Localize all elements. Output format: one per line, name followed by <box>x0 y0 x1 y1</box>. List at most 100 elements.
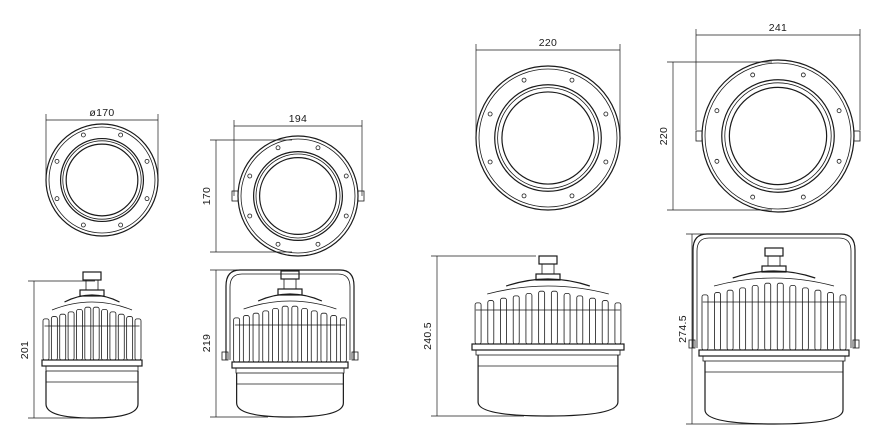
flange-bolt <box>521 193 527 199</box>
cooling-fin <box>76 309 83 361</box>
flange-bolt <box>144 158 150 164</box>
cooling-fin <box>233 317 241 363</box>
mounting-bracket-inner <box>696 237 852 348</box>
cooling-fin <box>262 310 270 363</box>
lamp-4-front-ring <box>695 59 861 213</box>
cooling-fin <box>525 293 533 345</box>
flange-bolt <box>118 132 124 138</box>
lamp-3-side-view: 240.5 <box>422 255 625 417</box>
flange-bolt <box>247 173 253 179</box>
cooling-fin <box>814 289 822 351</box>
heatsink-crown <box>64 294 120 303</box>
lamp-4-width-label: 241 <box>769 22 787 34</box>
cooling-fin <box>500 297 507 345</box>
cooling-fin <box>601 300 609 345</box>
bracket-pivot-right <box>351 351 359 361</box>
housing-flange <box>698 349 850 357</box>
flange-bolt <box>800 194 806 200</box>
lamp-1-front-ring <box>45 123 159 237</box>
heatsink-crown <box>506 278 590 287</box>
cooling-fin <box>739 287 747 351</box>
flange-bolt <box>569 193 575 199</box>
lamp-1-height-label: 201 <box>19 341 31 359</box>
cooling-fin <box>84 306 92 361</box>
heatsink-crown <box>257 293 323 302</box>
cooling-fin <box>550 290 558 345</box>
cable-gland-nut <box>82 271 102 281</box>
lamp-2-side-height-label: 219 <box>201 334 213 352</box>
cooling-fin <box>67 311 75 361</box>
glass-dome <box>477 355 619 417</box>
lens <box>65 143 139 217</box>
flange-bolt <box>275 241 281 247</box>
glass-dome <box>45 371 139 419</box>
cooling-fin <box>320 312 328 363</box>
flange-bolt <box>80 132 86 138</box>
cooling-fin <box>589 297 596 345</box>
cooling-fin <box>272 308 279 363</box>
mounting-lug-right <box>853 130 861 142</box>
flange-bolt <box>603 111 609 117</box>
cooling-fin <box>801 287 809 351</box>
cooling-fin <box>714 292 721 351</box>
cooling-fin <box>310 310 318 363</box>
glass-rim-inner <box>497 87 599 189</box>
cooling-fin <box>576 295 584 345</box>
flange-bolt <box>714 158 720 164</box>
cooling-fin <box>126 316 134 361</box>
cooling-fin <box>701 294 709 351</box>
heatsink-shoulder <box>713 277 835 287</box>
glass-dome <box>236 373 344 418</box>
flange-inner-edge <box>48 126 156 234</box>
cooling-fin <box>751 285 759 351</box>
cooling-fin <box>301 308 308 363</box>
mounting-lug-left <box>695 130 703 142</box>
flange-bolt <box>487 159 493 165</box>
cooling-fin <box>789 285 797 351</box>
flange-bolt <box>750 72 756 78</box>
lamp-2-side-profile <box>221 269 359 418</box>
cooling-fin <box>291 305 299 363</box>
cable-gland-nut <box>280 270 300 280</box>
bracket-pivot-left <box>221 351 229 361</box>
cooling-fin <box>614 302 622 345</box>
flange-bolt <box>569 77 575 83</box>
heatsink-shoulder <box>243 300 337 310</box>
cooling-fin <box>117 313 125 361</box>
cooling-fin <box>42 318 50 361</box>
cooling-fin <box>330 315 338 363</box>
cooling-fin <box>101 309 108 361</box>
lens <box>728 86 828 186</box>
lamp-3-height-label: 240.5 <box>422 322 434 350</box>
cooling-fin <box>242 315 250 363</box>
lamp-1-side-profile <box>41 271 143 419</box>
cooling-fin <box>59 313 67 361</box>
housing-flange <box>231 361 349 369</box>
flange-bolt <box>800 72 806 78</box>
flange-bolt <box>54 196 60 202</box>
cable-gland-body <box>541 263 555 275</box>
cooling-fin <box>538 290 546 345</box>
flange-bolt <box>54 158 60 164</box>
lamp-2-side-view: 219 <box>201 269 359 418</box>
flange-bolt <box>80 222 86 228</box>
cable-gland-base <box>277 288 303 296</box>
cable-gland-nut <box>764 247 784 257</box>
mounting-bracket <box>692 233 856 348</box>
cooling-fin <box>512 295 520 345</box>
flange-bolt <box>144 196 150 202</box>
cooling-fin <box>839 294 847 351</box>
cooling-fin <box>109 311 117 361</box>
flange-bolt <box>315 145 321 151</box>
cable-gland-nut <box>538 255 558 265</box>
heatsink-shoulder <box>487 285 609 295</box>
cable-gland-body <box>283 278 297 290</box>
flange-bolt <box>118 222 124 228</box>
cooling-fin <box>252 312 260 363</box>
heatsink-shoulder <box>51 301 133 311</box>
cooling-fin <box>726 289 734 351</box>
cable-gland-base <box>79 289 105 297</box>
cooling-fin <box>827 292 834 351</box>
cable-gland-base <box>535 273 561 281</box>
